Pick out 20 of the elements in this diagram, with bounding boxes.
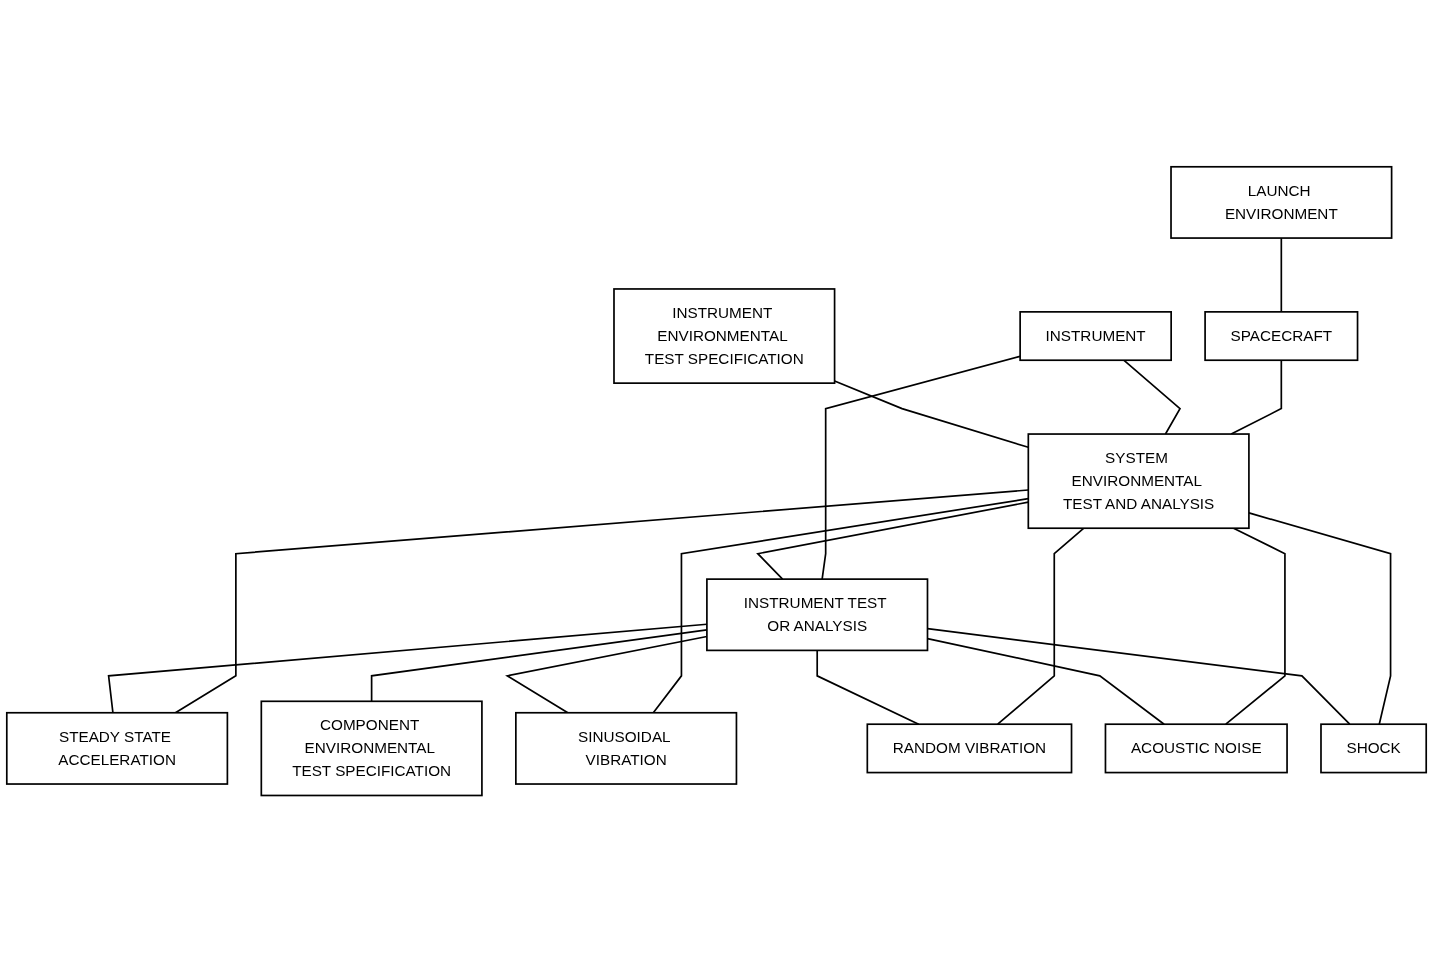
node-box: ACOUSTIC NOISE — [1104, 723, 1288, 774]
connector — [816, 649, 920, 726]
connector — [1122, 359, 1182, 436]
connector — [1224, 527, 1286, 726]
connector — [821, 355, 1021, 581]
node-box: RANDOM VIBRATION — [866, 723, 1073, 774]
connector — [1280, 237, 1283, 314]
node-box: SPACECRAFT — [1204, 311, 1359, 362]
connector — [996, 527, 1085, 726]
node-box: INSTRUMENT — [1019, 311, 1172, 362]
node-box: STEADY STATE ACCELERATION — [5, 712, 229, 786]
node-box: LAUNCH ENVIRONMENT — [1170, 166, 1393, 240]
connector — [1230, 359, 1283, 436]
node-box: INSTRUMENT TEST OR ANALYSIS — [706, 578, 929, 652]
node-box: SYSTEM ENVIRONMENTAL TEST AND ANALYSIS — [1027, 433, 1250, 530]
node-box: COMPONENT ENVIRONMENTAL TEST SPECIFICATION — [260, 700, 483, 797]
node-box: SINUSOIDAL VIBRATION — [515, 712, 738, 786]
node-box: INSTRUMENT ENVIRONMENTAL TEST SPECIFICATION — [613, 288, 836, 385]
node-box: SHOCK — [1320, 723, 1428, 774]
connector — [1248, 512, 1392, 726]
